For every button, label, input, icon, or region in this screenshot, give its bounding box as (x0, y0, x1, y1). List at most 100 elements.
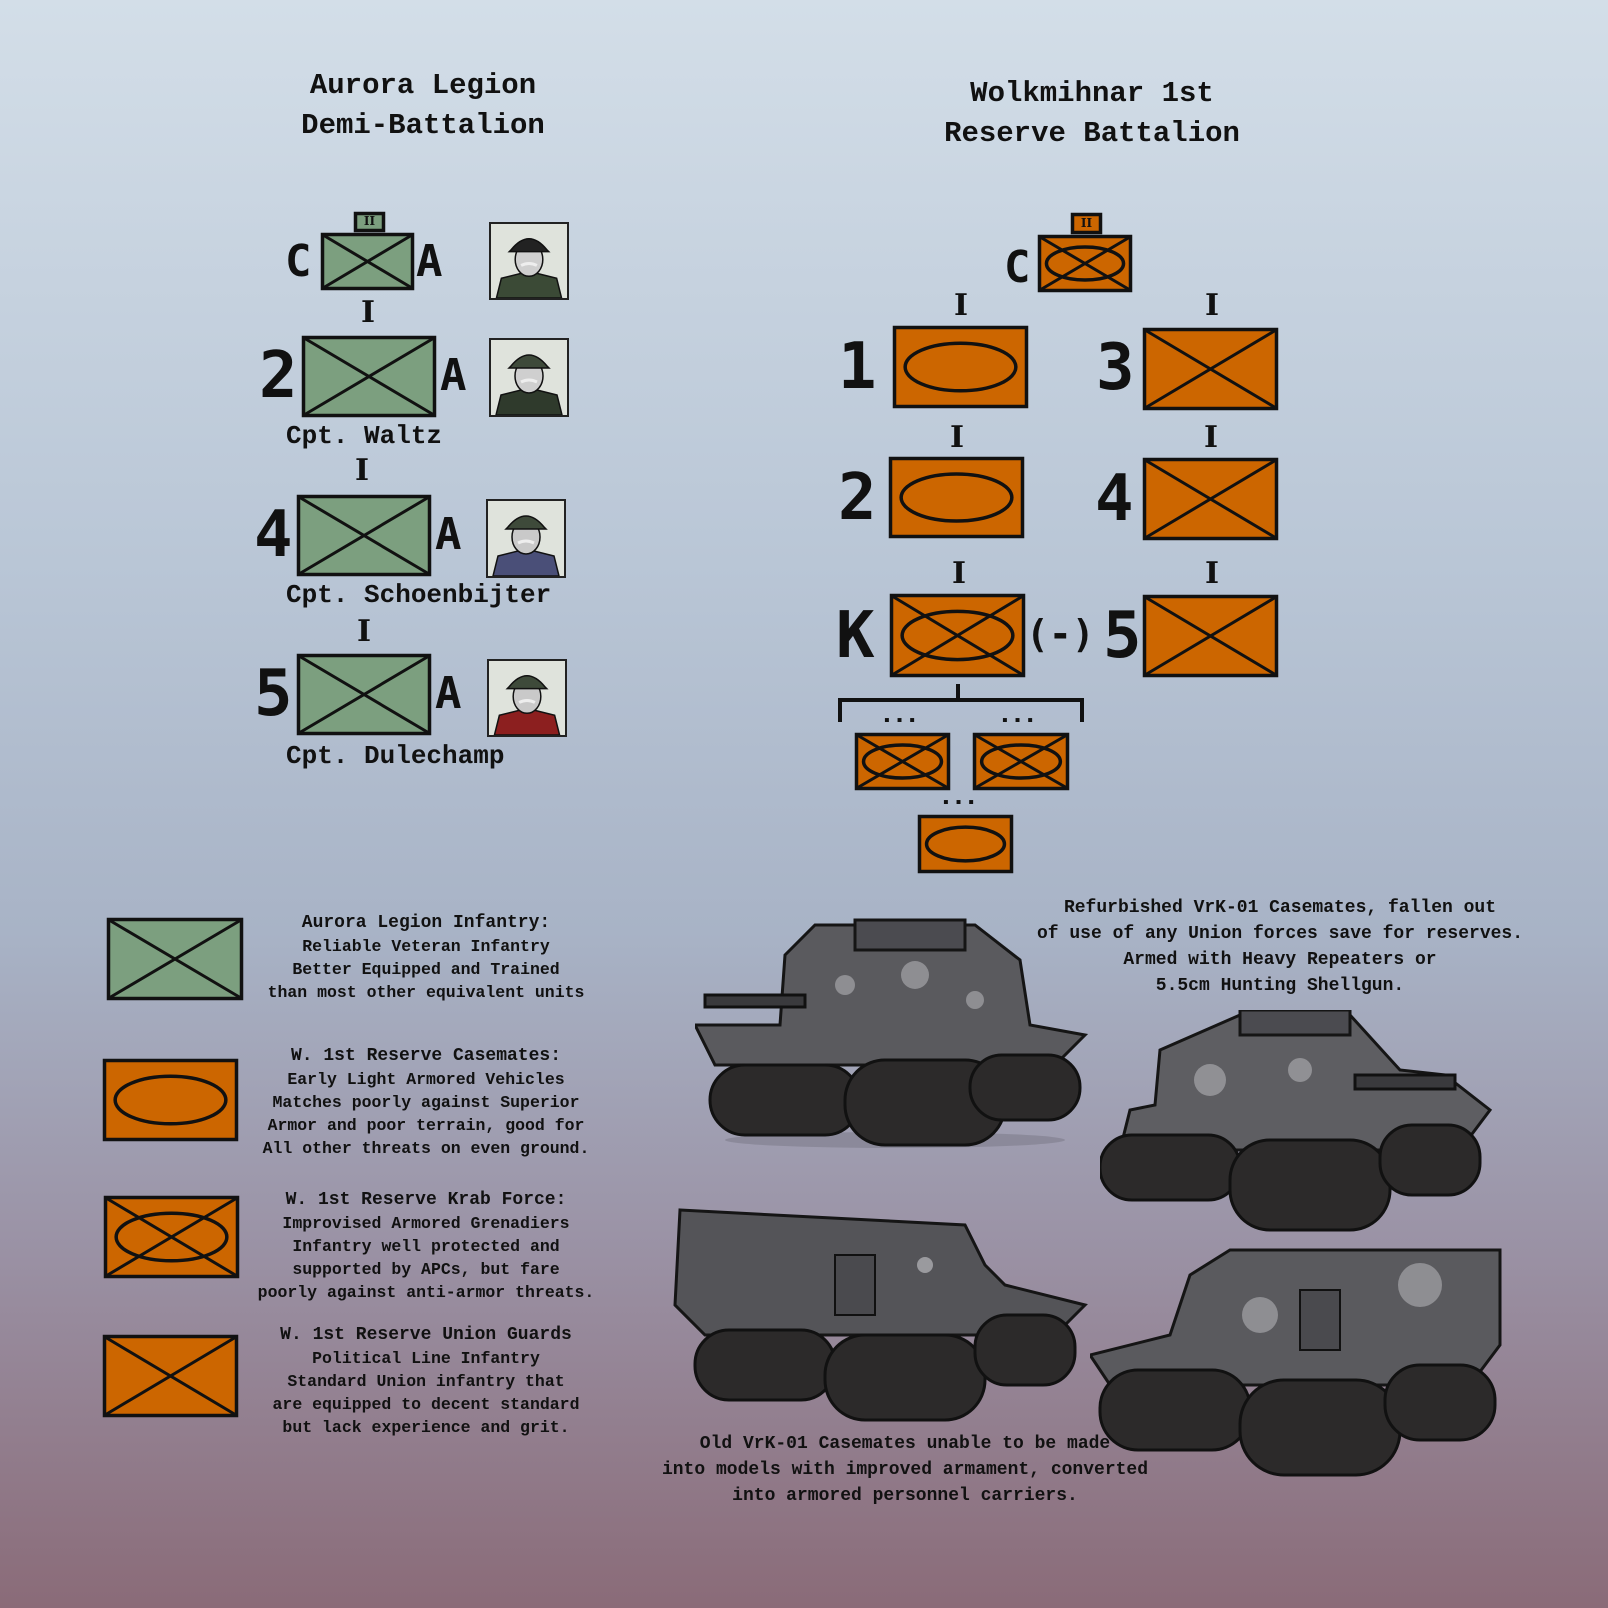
infantry-cross (891, 594, 1024, 677)
wolkmihnar-title: Wolkmihnar 1st Reserve Battalion (892, 74, 1292, 154)
armor-oval (900, 609, 1015, 662)
echelon-connector: I (952, 556, 967, 591)
title-line: Wolkmihnar 1st (970, 77, 1214, 110)
echelon-connector: I (954, 288, 969, 323)
subordination-bracket (838, 684, 1084, 722)
platoon-echelon: ▪▪▪ (882, 712, 920, 730)
infantry-cross (298, 495, 430, 576)
coat (495, 387, 563, 415)
armor-oval (979, 743, 1063, 780)
commander-name: Cpt. Dulechamp (286, 741, 505, 771)
coat (492, 548, 560, 576)
infantry-cross (1144, 458, 1277, 540)
infantry-cross (322, 233, 413, 290)
legend-line: Standard Union infantry that (287, 1372, 565, 1391)
commander-portrait-dulechamp (487, 659, 567, 737)
wolk-guards-company-3[interactable] (1142, 327, 1279, 411)
commander-portrait-hq (489, 222, 569, 300)
legend-title: W. 1st Reserve Union Guards (280, 1325, 572, 1345)
legend-title: W. 1st Reserve Krab Force: (285, 1190, 567, 1210)
infantry-cross (105, 1196, 238, 1278)
echelon-connector: I (361, 295, 376, 330)
commander-portrait-waltz (489, 338, 569, 417)
unit-number: 2 (838, 461, 877, 535)
unit-rating: A (435, 668, 462, 719)
armor-oval (114, 1211, 229, 1263)
unit-number: 1 (838, 330, 877, 404)
unit-number: K (836, 599, 875, 673)
echelon-connector: I (950, 420, 965, 455)
echelon-marker: II (1080, 216, 1093, 230)
unit-number: 5 (1103, 599, 1142, 673)
aurora-company-5[interactable] (296, 653, 432, 736)
infantry-cross (974, 733, 1068, 790)
platoon-echelon: ▪▪▪ (1000, 712, 1038, 730)
moustache (520, 261, 538, 267)
wolk-krab-company-k[interactable] (889, 593, 1026, 678)
wolk-hq-symbol[interactable] (1037, 234, 1133, 293)
note-line: of use of any Union forces save for rese… (1036, 924, 1524, 944)
reduced-strength-marker: (-) (1026, 612, 1095, 656)
legend-line: Political Line Infantry (312, 1349, 540, 1368)
legend-line: are equipped to decent standard (272, 1395, 580, 1414)
echelon-connector: I (355, 453, 370, 488)
cap (505, 675, 549, 690)
legend-line: All other threats on even ground. (262, 1139, 590, 1158)
unit-number: 4 (1095, 462, 1134, 536)
note-line: into armored personnel carriers. (732, 1486, 1078, 1506)
coat (493, 707, 561, 735)
legend-title: W. 1st Reserve Casemates: (290, 1046, 562, 1066)
infantry-cross (298, 654, 430, 735)
legend-symbol-union-guards (102, 1334, 239, 1418)
commander-name: Cpt. Waltz (286, 421, 443, 451)
aurora-company-2[interactable] (301, 335, 437, 418)
title-line: Reserve Battalion (944, 117, 1240, 150)
symbol-frame (892, 325, 1029, 409)
wolk-apc-platoon[interactable] (917, 814, 1014, 874)
note-line: 5.5cm Hunting Shellgun. (1155, 976, 1405, 996)
symbol-frame (353, 211, 386, 233)
note-old-casemates: Old VrK-01 Casemates unable to be made i… (625, 1431, 1185, 1509)
legend-line: Early Light Armored Vehicles (287, 1070, 565, 1089)
platoon-echelon: ▪▪▪ (941, 794, 979, 812)
armor-oval (861, 743, 944, 780)
armor-oval (113, 1074, 228, 1126)
commander-name: Cpt. Schoenbijter (286, 580, 552, 610)
symbol-frame (888, 456, 1025, 539)
unit-number: 2 (259, 339, 298, 413)
wolk-guards-company-5[interactable] (1142, 594, 1279, 678)
legend-line: but lack experience and grit. (282, 1418, 570, 1437)
legend-casemates: W. 1st Reserve Casemates: Early Light Ar… (216, 1045, 636, 1160)
wolk-casemate-company-1[interactable] (892, 325, 1029, 409)
title-line: Aurora Legion (309, 69, 537, 102)
legend-line: than most other equivalent units (267, 983, 585, 1002)
moustache (518, 698, 536, 704)
unit-rating: A (440, 350, 467, 401)
title-line: Demi-Battalion (301, 109, 545, 142)
moustache (517, 539, 535, 545)
wolk-guards-company-4[interactable] (1142, 457, 1279, 541)
wolk-hq-echelon-tab (1070, 212, 1103, 235)
aurora-hq-symbol[interactable] (320, 232, 415, 291)
armor-oval (903, 341, 1018, 393)
aurora-company-4[interactable] (296, 494, 432, 577)
symbol-frame (917, 814, 1014, 874)
cap (507, 238, 551, 253)
hq-label-c: C (1004, 242, 1031, 293)
wolk-krab-platoon-1[interactable] (854, 732, 951, 791)
legend-krab-force: W. 1st Reserve Krab Force: Improvised Ar… (216, 1189, 636, 1304)
wolk-casemate-company-2[interactable] (888, 456, 1025, 539)
legend-union-guards: W. 1st Reserve Union Guards Political Li… (216, 1324, 636, 1439)
wolk-krab-platoon-2[interactable] (972, 732, 1070, 791)
legend-line: Better Equipped and Trained (292, 960, 560, 979)
legend-line: Improvised Armored Grenadiers (282, 1214, 570, 1233)
coat (495, 270, 563, 298)
casemate-illustration-right (1100, 1010, 1493, 1232)
legend-line: Infantry well protected and (292, 1237, 560, 1256)
apc-illustration-left (673, 1208, 1088, 1422)
infantry-cross (104, 1335, 237, 1417)
note-refurbished-casemates: Refurbished VrK-01 Casemates, fallen out… (1000, 895, 1560, 999)
commander-portrait-schoenbijter (486, 499, 566, 578)
casemate-illustration-left (695, 918, 1089, 1148)
infantry-cross (108, 918, 242, 1000)
